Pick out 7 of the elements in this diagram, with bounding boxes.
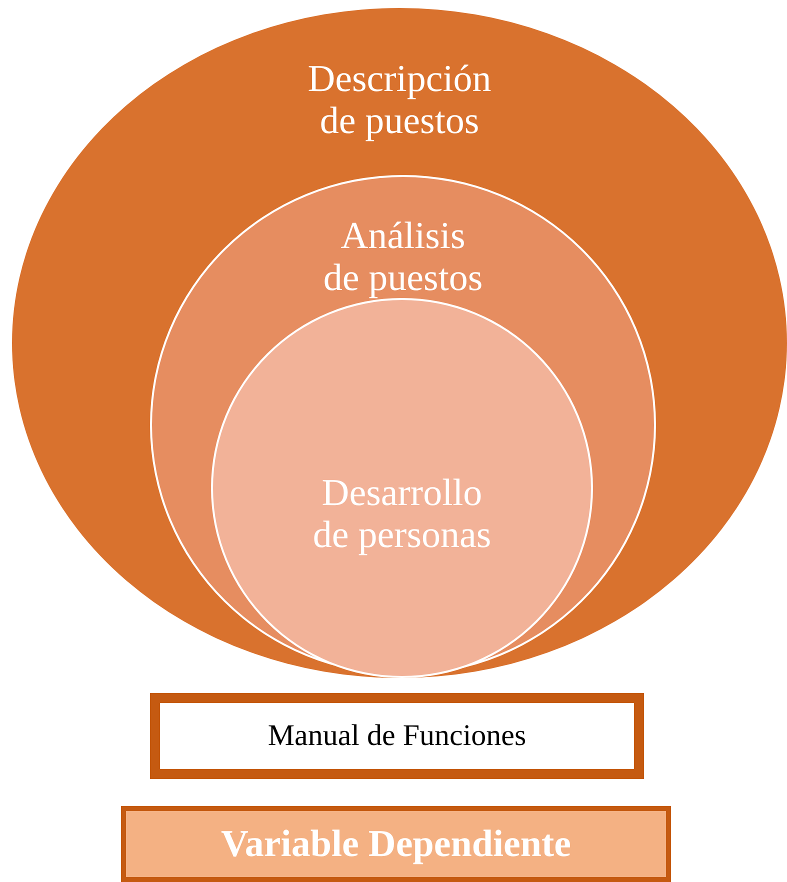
box-label: Manual de Funciones	[268, 718, 526, 754]
circle-label: Análisis de puestos	[322, 215, 484, 299]
label-box	[121, 806, 671, 882]
label-box	[150, 693, 644, 779]
box-label: Variable Dependiente	[220, 823, 572, 865]
circle-label: Desarrollo de personas	[312, 472, 492, 556]
circle-label: Descripción de puestos	[306, 58, 492, 142]
